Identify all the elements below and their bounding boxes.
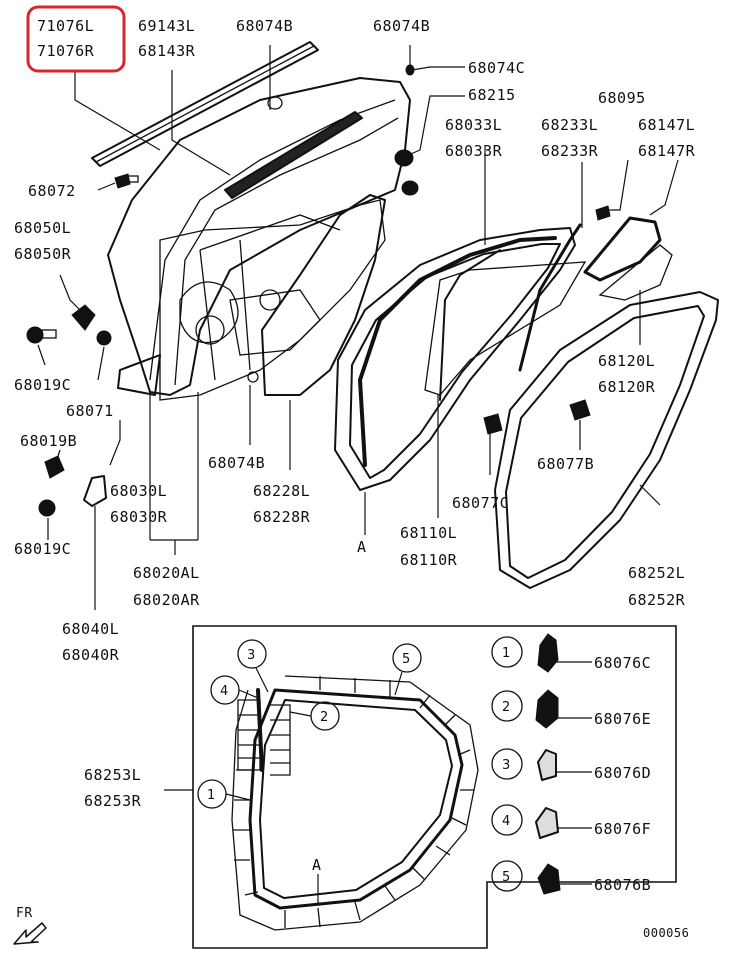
label-68072: 68072 (28, 182, 76, 200)
inset-callout-5: 5 (392, 643, 422, 696)
bracket-68040[interactable] (83, 475, 107, 507)
inset-callout-1: 1 (197, 779, 251, 809)
sealing-cover-68228[interactable] (261, 194, 386, 396)
label-68228l: 68228L (253, 482, 310, 500)
label-68040l: 68040L (62, 620, 119, 638)
label-68215: 68215 (468, 86, 516, 104)
inset-callout-3: 3 (237, 639, 269, 693)
quarter-window-68147[interactable] (583, 216, 662, 282)
grommet-68215[interactable] (394, 149, 419, 196)
label-68233l: 68233L (541, 116, 598, 134)
highlight-box (26, 5, 126, 73)
label-fr: FR (16, 906, 33, 921)
clip-legend-3[interactable]: 3 68076D (491, 748, 651, 782)
label-68076f: 68076F (594, 820, 651, 838)
clip-legend-2[interactable]: 2 68076E (491, 689, 651, 729)
front-direction-arrow-icon: FR (13, 906, 47, 945)
bolt-68077b[interactable] (569, 399, 591, 421)
label-68252r: 68252R (628, 591, 686, 609)
svg-text:3: 3 (247, 648, 255, 663)
label-68030l: 68030L (110, 482, 167, 500)
label-68228r: 68228R (253, 508, 311, 526)
label-68120r: 68120R (598, 378, 656, 396)
label-68095: 68095 (598, 89, 646, 107)
label-68074c: 68074C (468, 59, 525, 77)
bumper-68071[interactable] (96, 330, 112, 346)
svg-text:5: 5 (402, 652, 410, 667)
label-68253r: 68253R (84, 792, 142, 810)
door-glass[interactable] (424, 261, 587, 396)
label-68147l: 68147L (638, 116, 695, 134)
label-68020ar: 68020AR (133, 591, 200, 609)
screw-68019c-upper[interactable] (26, 326, 57, 344)
screw-68019b[interactable] (44, 455, 65, 479)
label-68076e: 68076E (594, 710, 651, 728)
inset-callout-4: 4 (210, 675, 259, 705)
label-point-a-inset: A (312, 856, 322, 874)
clip-legend-5[interactable]: 5 68076B (491, 860, 651, 895)
label-68019c-a: 68019C (14, 376, 71, 394)
svg-text:1: 1 (502, 646, 510, 661)
label-68110l: 68110L (400, 524, 457, 542)
label-71076r: 71076R (37, 42, 95, 60)
label-68077c: 68077C (452, 494, 509, 512)
label-69143l: 69143L (138, 17, 195, 35)
weatherstrip-68030[interactable] (117, 354, 161, 396)
bolt-68072[interactable] (114, 173, 139, 189)
label-68076d: 68076D (594, 764, 651, 782)
diagram-code: 000056 (643, 926, 689, 940)
label-71076l: 71076L (37, 17, 94, 35)
clip-legend-1[interactable]: 1 68076C (491, 633, 651, 673)
inset-weatherstrip-68253[interactable] (231, 675, 479, 931)
svg-text:4: 4 (220, 684, 228, 699)
label-68077b: 68077B (537, 455, 594, 473)
label-68110r: 68110R (400, 551, 458, 569)
label-68020al: 68020AL (133, 564, 200, 582)
label-68143r: 68143R (138, 42, 196, 60)
label-68120l: 68120L (598, 352, 655, 370)
svg-text:1: 1 (207, 788, 215, 803)
inset-callout-2: 2 (289, 701, 340, 731)
label-point-a-top: A (357, 538, 367, 556)
label-68050r: 68050R (14, 245, 72, 263)
inset-frame (192, 625, 677, 949)
label-68040r: 68040R (62, 646, 120, 664)
label-68030r: 68030R (110, 508, 168, 526)
label-68147r: 68147R (638, 142, 696, 160)
label-68074b-b: 68074B (373, 17, 430, 35)
label-68076b: 68076B (594, 876, 651, 894)
screw-68095[interactable] (595, 205, 611, 221)
label-68253l: 68253L (84, 766, 141, 784)
label-68233r: 68233R (541, 142, 599, 160)
label-68050l: 68050L (14, 219, 71, 237)
label-68252l: 68252L (628, 564, 685, 582)
svg-text:4: 4 (502, 814, 510, 829)
belt-molding-71076[interactable] (91, 41, 319, 167)
screw-68019c-lower[interactable] (38, 499, 56, 517)
label-68076c: 68076C (594, 654, 651, 672)
door-shell[interactable] (107, 77, 411, 401)
label-68019c-b: 68019C (14, 540, 71, 558)
svg-text:2: 2 (502, 700, 510, 715)
glass-run-68033[interactable] (358, 236, 557, 467)
clip-68050[interactable] (71, 304, 96, 331)
label-68033l: 68033L (445, 116, 502, 134)
clip-legend-4[interactable]: 4 68076F (491, 804, 651, 839)
division-sash-68233[interactable] (518, 223, 582, 372)
label-68019b: 68019B (20, 432, 77, 450)
label-68074b-a: 68074B (236, 17, 293, 35)
svg-text:2: 2 (320, 710, 328, 725)
leader-lines (37, 45, 679, 610)
label-68074b-c: 68074B (208, 454, 265, 472)
body-side-weatherstrip-68252[interactable] (494, 291, 719, 589)
svg-text:5: 5 (502, 870, 510, 885)
label-68071: 68071 (66, 402, 114, 420)
quarter-glass[interactable] (598, 244, 673, 301)
label-68033r: 68033R (445, 142, 503, 160)
svg-text:3: 3 (502, 758, 510, 773)
bolt-68077c[interactable] (483, 413, 503, 435)
door-opening-weatherstrip-68110[interactable] (334, 227, 576, 491)
